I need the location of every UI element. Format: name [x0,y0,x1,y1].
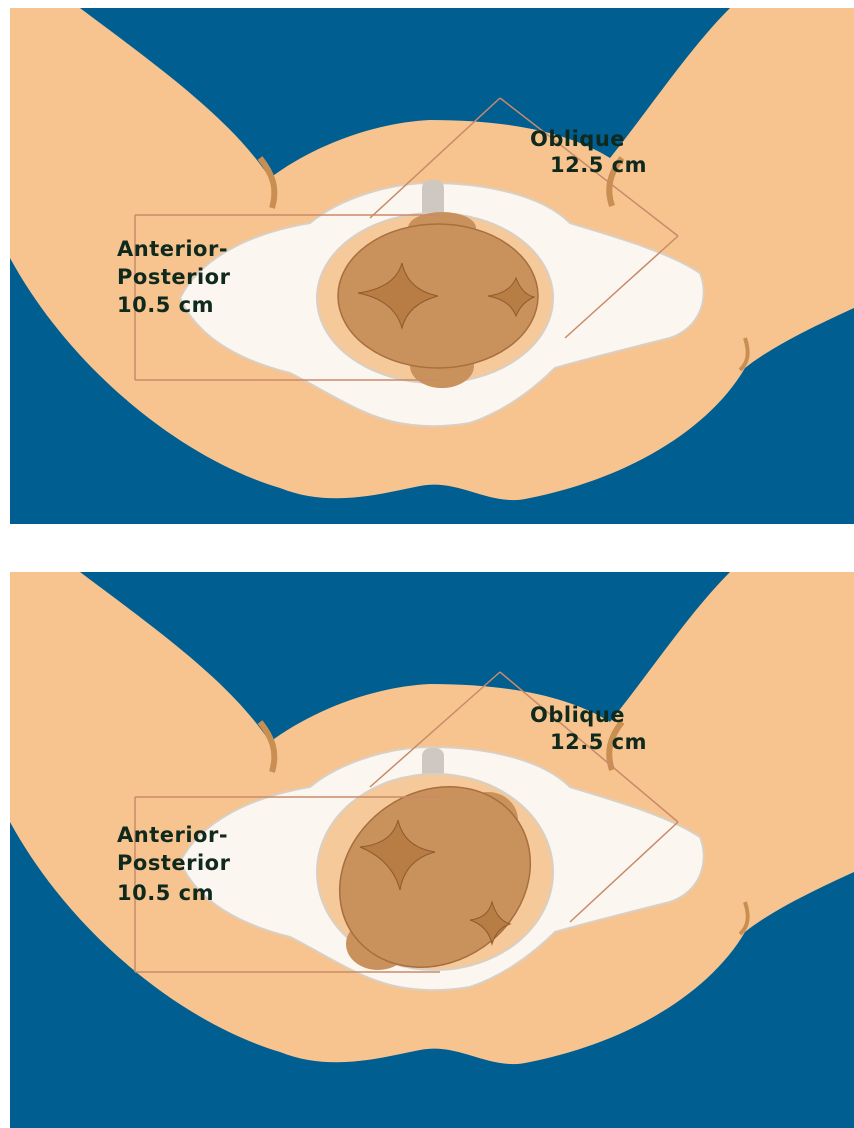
ap-value: 10.5 cm [117,292,214,319]
ap-label-line2: Posterior [117,264,230,291]
oblique-label: Oblique [530,702,625,729]
oblique-value: 12.5 cm [550,152,647,179]
diagram-panel-bottom: Oblique 12.5 cm Anterior- Posterior 10.5… [10,572,854,1128]
ap-label-line1: Anterior- [117,236,228,263]
oblique-value: 12.5 cm [550,729,647,756]
ap-label-line1: Anterior- [117,822,228,849]
diagram-panel-top: Oblique 12.5 cm Anterior- Posterior 10.5… [10,8,854,524]
ap-value: 10.5 cm [117,880,214,907]
oblique-label: Oblique [530,126,625,153]
ap-label-line2: Posterior [117,850,230,877]
